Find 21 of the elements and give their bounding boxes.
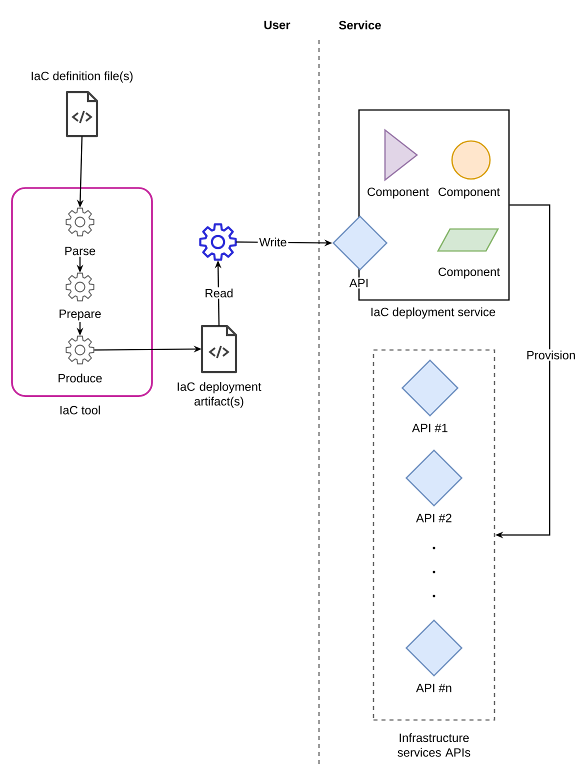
node-label: IaC deployment artifact(s) [178, 382, 262, 408]
gear-icon [199, 223, 237, 261]
node-label: API #2 [416, 514, 452, 522]
node-label: Parse [65, 246, 96, 256]
node-label: IaC definition file(s) [32, 71, 133, 83]
node-label: Component [368, 188, 429, 198]
node-label: Component [438, 188, 500, 198]
node-label: IaC deployment service [371, 307, 496, 319]
node-label: Infrastructure services APIs [398, 733, 470, 757]
node-label: IaC tool [60, 406, 100, 414]
edge-label: Write [258, 236, 288, 248]
edge-label: Provision [525, 349, 577, 361]
node-label: API #n [416, 684, 452, 692]
column-heading: Service [339, 20, 381, 30]
edge-label: Read [203, 287, 235, 299]
node-label: API #1 [412, 424, 448, 432]
column-heading: User [264, 20, 290, 30]
node-label: API [348, 278, 370, 288]
node-label: Component [438, 268, 500, 278]
node-label: Prepare [60, 310, 101, 320]
node-label: Produce [58, 374, 102, 382]
